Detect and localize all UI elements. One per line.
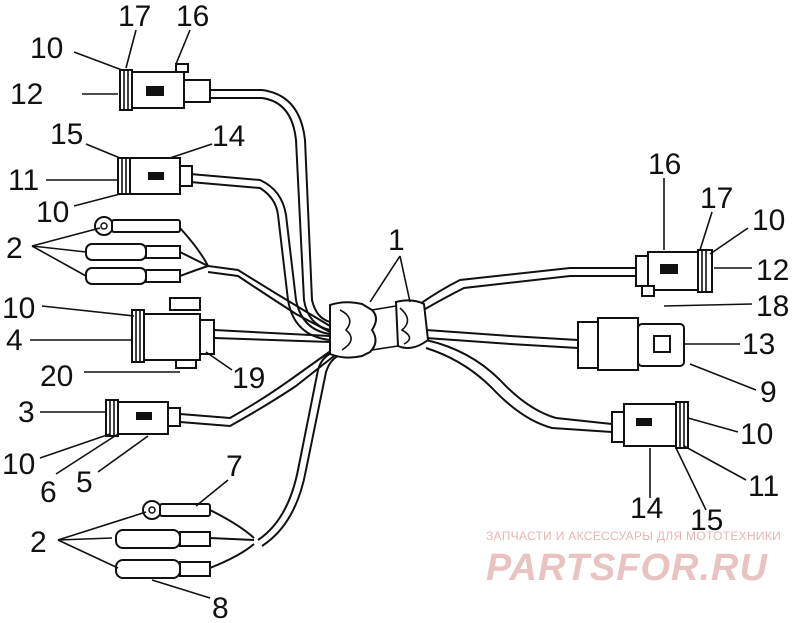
leader-lines	[30, 29, 757, 599]
callout-10: 10	[2, 448, 35, 481]
terminals-upper	[85, 216, 181, 285]
callout-15: 15	[690, 504, 723, 537]
callout-18: 18	[756, 290, 789, 323]
callout-4: 4	[6, 324, 23, 357]
callout-17: 17	[700, 182, 733, 215]
callout-15: 15	[50, 118, 83, 151]
callout-10: 10	[752, 204, 785, 237]
watermark: ЗАПЧАСТИ И АКСЕССУАРЫ ДЛЯ МОТОТЕХНИКИ PA…	[486, 529, 781, 589]
callout-12: 12	[10, 78, 43, 111]
callout-12: 12	[756, 254, 789, 287]
connector-right-bottom	[611, 401, 689, 449]
watermark-brand: PARTSFOR.RU	[486, 547, 768, 589]
callout-2: 2	[6, 232, 23, 265]
callout-6: 6	[40, 476, 57, 509]
callout-3: 3	[18, 396, 35, 429]
callout-7: 7	[226, 450, 243, 483]
callout-1: 1	[388, 224, 405, 257]
callout-16: 16	[176, 0, 209, 33]
connector-3	[105, 399, 181, 437]
callout-14: 14	[630, 492, 663, 525]
terminals-lower	[115, 500, 211, 579]
callout-20: 20	[40, 360, 73, 393]
connector-4	[131, 297, 215, 369]
callout-19: 19	[232, 362, 265, 395]
callout-11: 11	[748, 470, 779, 503]
callout-17: 17	[118, 0, 151, 33]
callout-11: 11	[8, 164, 39, 197]
connector-second-left	[117, 157, 193, 195]
callout-10: 10	[36, 196, 69, 229]
harness-wires	[179, 89, 636, 569]
connector-right-top	[635, 249, 713, 297]
callout-10: 10	[2, 292, 35, 325]
connector-right-middle	[577, 317, 685, 371]
callout-10: 10	[30, 32, 63, 65]
connector-top-left	[119, 63, 211, 111]
callout-10: 10	[740, 418, 773, 451]
callout-2: 2	[30, 526, 47, 559]
callout-14: 14	[212, 120, 245, 153]
watermark-tagline: ЗАПЧАСТИ И АКСЕССУАРЫ ДЛЯ МОТОТЕХНИКИ	[486, 529, 781, 543]
harness-sleeve	[329, 299, 430, 359]
callout-8: 8	[212, 592, 229, 623]
callout-5: 5	[76, 466, 93, 499]
callout-16: 16	[648, 148, 681, 181]
callout-13: 13	[742, 328, 775, 361]
callout-9: 9	[760, 376, 777, 409]
